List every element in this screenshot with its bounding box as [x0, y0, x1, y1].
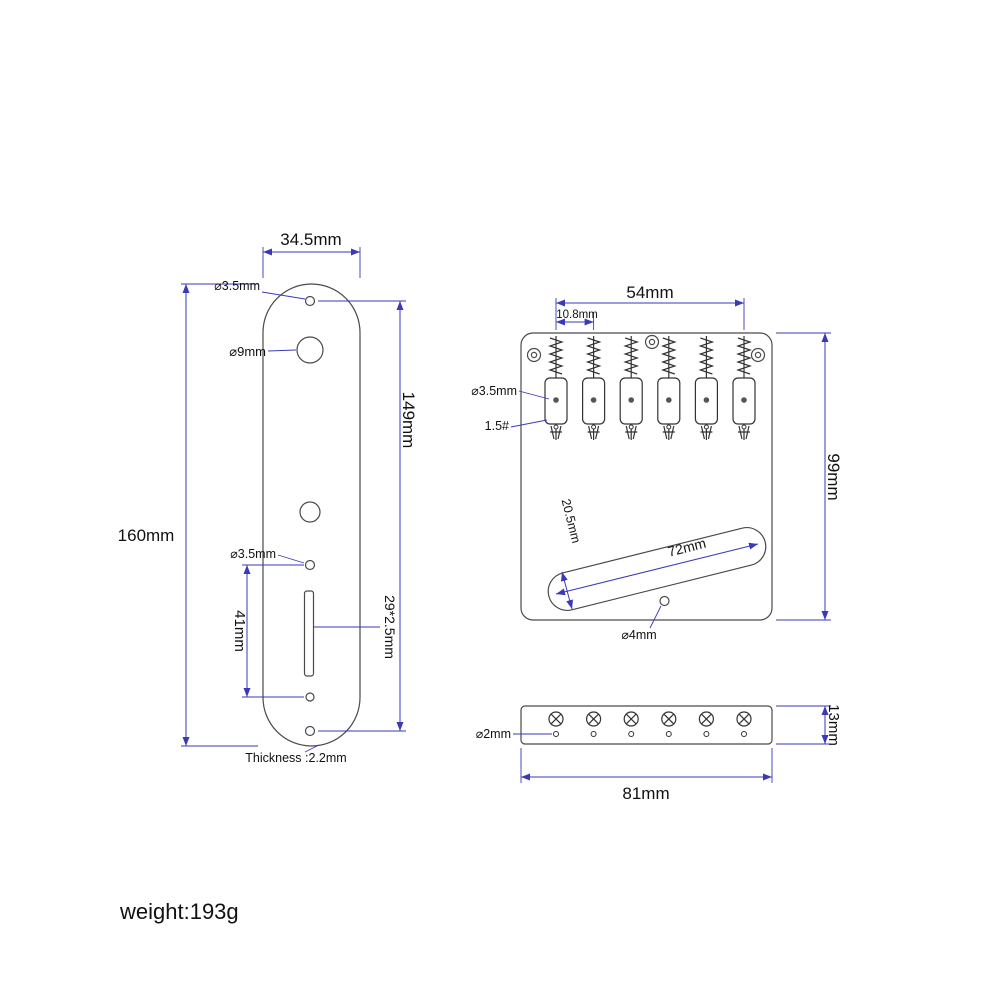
side-screw-head: [585, 711, 602, 738]
dim-label-side-length: 81mm: [622, 784, 669, 803]
saddle-assembly: [732, 335, 756, 441]
control-plate-switch-slot: [303, 590, 315, 677]
dim-label-control-width: 34.5mm: [280, 230, 341, 249]
control-plate-view: 34.5mm 160mm 149mm ⌀3.5mm ⌀9mm ⌀3.5mm 41…: [118, 230, 418, 765]
weight-label: weight:193g: [119, 899, 239, 924]
control-plate-outline: [262, 283, 361, 747]
bridge-mount-hole: [644, 334, 660, 350]
callout-string-hole: ⌀2mm: [476, 727, 511, 741]
leader-line: [518, 390, 550, 400]
leader-line: [261, 291, 306, 300]
dim-label-string-spread: 54mm: [626, 283, 673, 302]
callout-top-mount-hole: ⌀3.5mm: [214, 279, 260, 293]
dim-label-plate-height: 99mm: [824, 453, 843, 500]
dimension-line-slot-length: [555, 542, 759, 596]
dim-label-hole-span: 149mm: [399, 392, 418, 449]
saddle-assembly: [657, 335, 681, 441]
callout-spring-gauge: 1.5#: [485, 419, 509, 433]
saddle-assembly: [544, 335, 568, 441]
bridge-side-outline: [520, 705, 773, 745]
callout-pot-hole: ⌀9mm: [229, 344, 266, 359]
dim-label-switch-span: 41mm: [231, 610, 248, 652]
dim-label-control-height: 160mm: [118, 526, 175, 545]
saddle-assembly: [581, 335, 606, 441]
leader-line: [649, 605, 662, 629]
bridge-bottom-hole: [659, 595, 670, 607]
control-plate-pot-hole-1: [296, 336, 324, 364]
dim-label-slot-length: 72mm: [666, 535, 708, 560]
side-screw-head: [736, 711, 752, 738]
leader-line: [304, 744, 320, 753]
dimension-line-slot-width: [560, 571, 574, 610]
bridge-plate-outline: [520, 332, 773, 621]
callout-saddle-screw: ⌀3.5mm: [471, 384, 517, 398]
bridge-top-view: 54mm 10.8mm 99mm ⌀3.5mm 1.5# 72mm 20.5mm…: [471, 283, 843, 642]
dim-label-string-spacing: 10.8mm: [556, 309, 598, 321]
leader-line: [277, 554, 305, 564]
callout-switch-mount-hole: ⌀3.5mm: [230, 547, 276, 561]
dim-label-side-thickness: 13mm: [825, 704, 842, 746]
control-plate-pot-hole-2: [299, 501, 321, 523]
side-screw-head: [661, 711, 677, 738]
label-thickness: Thickness :2.2mm: [245, 751, 346, 765]
leader-line: [510, 419, 548, 428]
control-plate-switch-screw-hole-top: [304, 559, 316, 571]
dim-label-slot-width: 20.5mm: [559, 497, 584, 544]
side-screw-head: [623, 711, 639, 738]
bridge-side-view: 13mm 81mm ⌀2mm: [476, 704, 842, 803]
bridge-mount-hole: [526, 347, 542, 363]
callout-bottom-hole: ⌀4mm: [621, 628, 656, 642]
bridge-mount-hole: [750, 347, 766, 363]
dim-label-slot: 29*2.5mm: [382, 595, 398, 659]
side-screw-head: [548, 711, 564, 738]
control-plate-bottom-screw-hole: [304, 725, 316, 737]
side-screw-head: [698, 711, 715, 738]
leader-line: [267, 349, 297, 352]
saddle-assembly: [694, 335, 719, 441]
control-plate-top-screw-hole: [304, 295, 316, 307]
control-plate-switch-screw-hole-bottom: [305, 692, 315, 702]
saddle-assembly: [619, 335, 643, 441]
